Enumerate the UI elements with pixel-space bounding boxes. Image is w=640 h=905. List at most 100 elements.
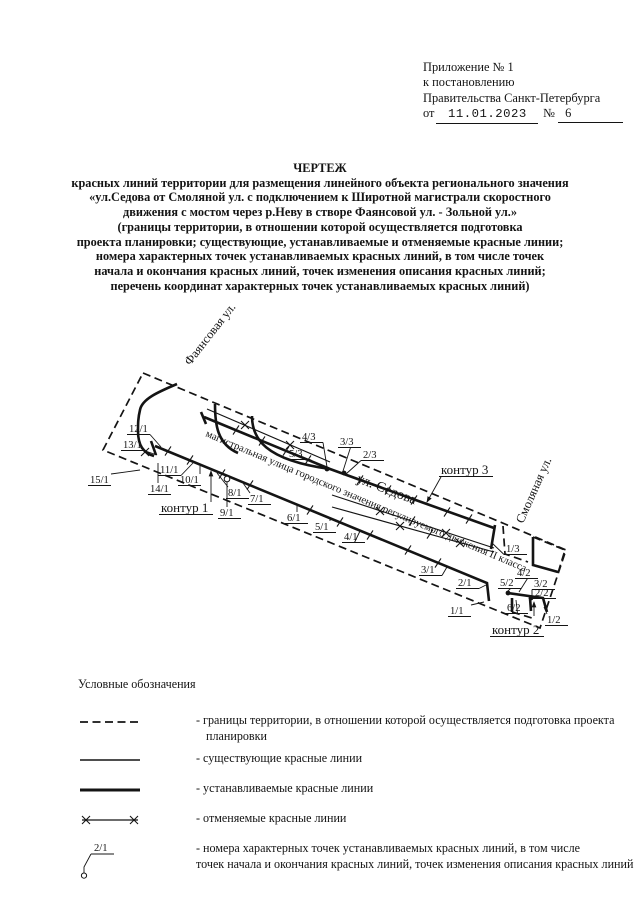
point-circle	[223, 475, 231, 483]
point-label-3-3: 3/3	[340, 437, 354, 448]
tick-mark	[443, 507, 451, 517]
x-mark	[395, 521, 405, 531]
legend-item-boundary: - границы территории, в отношении которо…	[78, 712, 630, 744]
title-line: движения с мостом через р.Неву в створе …	[123, 205, 517, 220]
label-leader	[345, 460, 362, 475]
point-dot	[324, 466, 330, 472]
point-label-14-1: 14/1	[150, 484, 169, 495]
block-outline-dashed	[532, 536, 567, 574]
fayansovaya-street-label: Фаянсовая ул.	[181, 300, 238, 368]
tick-mark	[258, 436, 266, 446]
legend-title: Условные обозначения	[78, 677, 196, 691]
title-line: «ул.Седова от Смоляной ул. с подключение…	[89, 190, 551, 205]
smolyanaya-street-label: Смоляная ул.	[513, 455, 554, 525]
cancelled-line-upper	[206, 408, 331, 463]
existing-line-symbol	[78, 750, 196, 774]
x-mark	[140, 447, 150, 457]
established-line-symbol	[78, 780, 196, 804]
point-label-5-1: 5/1	[315, 522, 329, 533]
x-mark	[81, 815, 91, 825]
point-label-6-2: 6/2	[507, 603, 521, 614]
label-leader	[216, 472, 229, 488]
kontur2-dashed-edge	[511, 611, 533, 619]
header-block: Приложение № 1 к постановлению Правитель…	[423, 60, 623, 124]
point-label-5-2: 5/2	[500, 578, 514, 589]
title-line: номера характерных точек устанавливаемых…	[95, 249, 545, 264]
point-label-13-1: 13/1	[123, 440, 142, 451]
tick-mark	[336, 517, 344, 527]
title-line: перечень координат характерных точек уст…	[110, 278, 530, 293]
label-leader	[83, 853, 92, 873]
fayansovaya-curve-1	[136, 382, 178, 432]
title-line: ЧЕРТЕЖ	[293, 161, 347, 175]
point-label-2-2: 2/2	[535, 588, 549, 599]
tick-mark	[356, 475, 364, 485]
point-label-3-2: 3/2	[534, 579, 548, 590]
point-dot	[341, 470, 347, 476]
point-label-8-1: 8/1	[228, 488, 242, 499]
legend-item-cancelled-lines: - отменяемые красные линии	[78, 810, 630, 834]
point-label-6-1: 6/1	[287, 513, 301, 524]
x-mark	[455, 538, 465, 548]
cancelled-line-mid-1	[331, 494, 495, 549]
label-leader	[110, 469, 141, 475]
established-symbol-graphic	[80, 788, 140, 792]
junction-arc-b	[250, 415, 331, 471]
header-line: Правительства Санкт-Петербурга	[423, 90, 601, 105]
header-line: Приложение № 1	[423, 60, 514, 74]
legend-item-point-numbers: 2/1 - номера характерных точек устанавли…	[78, 840, 633, 888]
x-mark	[140, 447, 150, 457]
title-line: начала и окончания красных линий, точек …	[94, 263, 546, 278]
document-date: 11.01.2023	[436, 107, 539, 124]
point-label-10-1: 10/1	[180, 475, 199, 486]
label-leader	[518, 578, 528, 593]
legend-text-line: точек начала и окончания красных линий, …	[196, 857, 634, 871]
legend-item-text: - отменяемые красные линии	[196, 810, 630, 834]
label-leader	[242, 482, 251, 494]
point-label-15-1: 15/1	[90, 475, 109, 486]
cancelled-line-symbol	[78, 810, 196, 834]
point-dot	[505, 590, 511, 596]
legend-text-line: - отменяемые красные линии	[196, 811, 347, 825]
legend-text-line: - номера характерных точек устанавливаем…	[196, 841, 580, 855]
legend-item-established-lines: - устанавливаемые красные линии	[78, 780, 630, 804]
tick-mark	[426, 529, 434, 539]
boundary-line-symbol	[78, 712, 196, 744]
tick-mark	[408, 516, 416, 526]
point-label-1-1: 1/1	[450, 606, 464, 617]
tick-mark	[366, 530, 374, 540]
cancelled-symbol-graphic	[81, 815, 139, 825]
x-mark	[285, 440, 295, 450]
point-label-4-2: 4/2	[517, 568, 531, 579]
point-label-9-1: 9/1	[220, 508, 234, 519]
tick-mark	[404, 545, 412, 555]
header-date-row: от 11.01.2023 № 6	[423, 106, 623, 124]
x-mark	[441, 528, 451, 538]
tick-mark	[410, 495, 418, 505]
tick-mark	[232, 425, 240, 435]
legend-item-text: - границы территории, в отношении которо…	[196, 712, 630, 744]
label-leader	[543, 606, 548, 615]
fayansovaya-curve-2	[136, 430, 155, 458]
number-sign: №	[543, 106, 556, 121]
legend-item-existing-lines: - существующие красные линии	[78, 750, 630, 774]
point-label-1-2: 1/2	[547, 615, 561, 626]
contour-arrow	[426, 476, 442, 503]
label-leader	[322, 442, 328, 468]
existing-symbol-graphic	[80, 759, 140, 761]
junction-arc-a	[213, 403, 239, 455]
tick-mark	[164, 446, 172, 456]
point-label-2-1: 2/1	[458, 578, 472, 589]
contour-label-контур-1: контур 1	[161, 500, 208, 515]
tick-mark	[304, 455, 312, 465]
magistral-street-label: магистральная улица городского значения …	[204, 429, 528, 575]
legend-item-text: - существующие красные линии	[196, 750, 630, 774]
territory-boundary	[101, 371, 568, 630]
sedova-street-label: ул. Седова	[355, 472, 420, 509]
legend-item-text: - номера характерных точек устанавливаем…	[196, 840, 633, 888]
kontur1-endbar	[149, 440, 158, 456]
x-mark	[455, 538, 465, 548]
point-circle	[80, 872, 88, 879]
red-line-sedova-endbar	[489, 524, 497, 550]
